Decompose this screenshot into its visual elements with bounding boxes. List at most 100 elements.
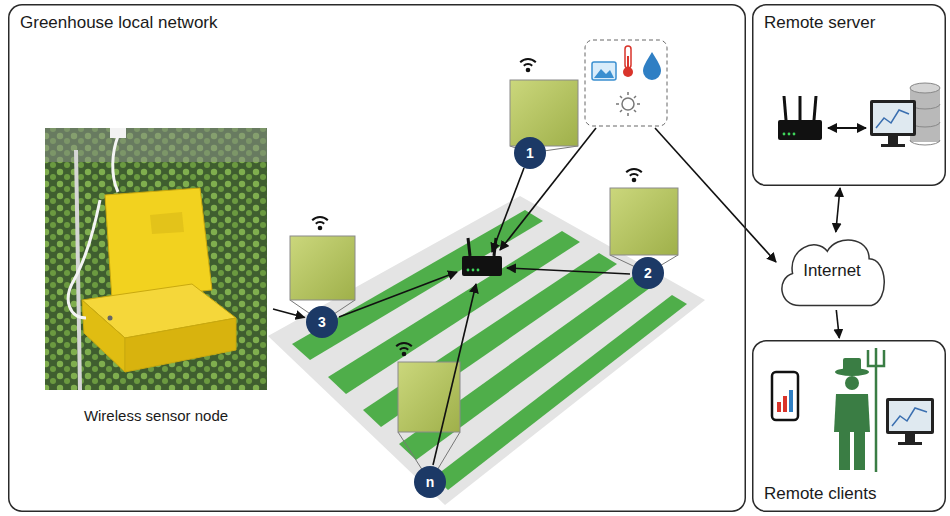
sensor-icons bbox=[592, 62, 616, 80]
server-equipment bbox=[888, 136, 898, 144]
callout-number: 2 bbox=[644, 265, 652, 281]
sensor-icons bbox=[643, 52, 661, 80]
sensor-node-photo bbox=[82, 300, 125, 372]
client-devices bbox=[854, 432, 865, 470]
callout-number: n bbox=[426, 474, 435, 490]
client-devices bbox=[845, 376, 859, 390]
client-devices bbox=[889, 401, 931, 431]
link-arrow bbox=[339, 128, 776, 465]
node-label: Wireless sensor node bbox=[41, 407, 271, 424]
camera-view bbox=[610, 188, 678, 255]
server-equipment bbox=[793, 133, 796, 136]
text-holder: Wireless sensor node bbox=[41, 407, 271, 424]
wifi-symbol bbox=[396, 343, 412, 356]
client-devices bbox=[783, 396, 787, 412]
server-equipment bbox=[784, 96, 786, 120]
link-arrow bbox=[339, 272, 457, 317]
server-equipment bbox=[788, 133, 791, 136]
camera-view bbox=[290, 80, 678, 482]
server-equipment bbox=[778, 83, 940, 147]
sensor-icons bbox=[622, 98, 634, 110]
wifi-symbol bbox=[312, 217, 328, 230]
sensor-icons bbox=[616, 92, 640, 116]
server-equipment bbox=[881, 144, 905, 147]
wifi-symbol bbox=[520, 59, 536, 72]
camera-view bbox=[510, 80, 578, 146]
text-holder: n bbox=[414, 466, 446, 498]
camera-view bbox=[398, 362, 460, 432]
local-router bbox=[477, 269, 480, 272]
node-circle: 2 bbox=[632, 257, 664, 289]
connector-arrow bbox=[836, 310, 839, 338]
connector-arrow bbox=[836, 188, 840, 232]
client-devices bbox=[843, 358, 861, 372]
client-devices bbox=[905, 434, 915, 442]
server-equipment bbox=[876, 110, 909, 128]
client-devices bbox=[772, 348, 934, 472]
text-holder: Remote clients bbox=[764, 484, 876, 504]
greenhouse-field bbox=[399, 274, 654, 460]
client-devices bbox=[886, 398, 934, 434]
server-equipment bbox=[873, 103, 913, 133]
text-holder: Internet bbox=[774, 234, 890, 308]
server-equipment bbox=[783, 133, 786, 136]
text-holder: 2 bbox=[632, 257, 664, 289]
server-equipment bbox=[828, 127, 866, 129]
sensor-node-photo bbox=[45, 128, 267, 390]
cloud-outline bbox=[782, 240, 884, 306]
camera-view bbox=[290, 236, 355, 300]
link-arrow bbox=[507, 268, 630, 274]
sensor-icons bbox=[585, 40, 667, 126]
local-router bbox=[462, 256, 502, 276]
sensor-node-photo bbox=[125, 318, 236, 372]
link-arrow bbox=[500, 128, 596, 250]
connector-arrow bbox=[273, 309, 305, 317]
sensor-node-photo bbox=[68, 200, 100, 318]
callout-number: 1 bbox=[526, 145, 534, 161]
link-arrow bbox=[655, 128, 776, 262]
text-holder: Greenhouse local network bbox=[20, 13, 218, 33]
sensor-node-photo bbox=[45, 128, 267, 162]
network-panel: Greenhouse local networkWireless sensor … bbox=[8, 4, 746, 512]
link-arrow bbox=[433, 284, 476, 465]
sensor-icons bbox=[585, 40, 667, 126]
client-devices bbox=[789, 390, 793, 412]
node-circle: n bbox=[414, 466, 446, 498]
node-circle: 3 bbox=[306, 306, 338, 338]
client-devices bbox=[892, 408, 927, 426]
client-devices bbox=[834, 394, 870, 432]
node-circle: 1 bbox=[514, 137, 546, 169]
local-router bbox=[468, 238, 470, 256]
sensor-node-photo bbox=[150, 212, 184, 234]
server-equipment bbox=[799, 96, 802, 120]
greenhouse-field bbox=[434, 295, 687, 490]
callout-number: 3 bbox=[318, 314, 326, 330]
server-panel: Remote server bbox=[752, 4, 946, 186]
link-arrow bbox=[492, 168, 524, 252]
panel-title: Remote server bbox=[764, 13, 875, 33]
client-devices bbox=[868, 348, 884, 472]
client-devices bbox=[839, 432, 850, 470]
server-equipment bbox=[870, 100, 916, 136]
sensor-icons bbox=[594, 69, 614, 78]
server-equipment bbox=[910, 83, 940, 93]
sensor-node: Wireless sensor node bbox=[41, 128, 271, 428]
internet-cloud: Internet bbox=[774, 234, 890, 308]
text-holder: 3 bbox=[306, 306, 338, 338]
panel-title: Greenhouse local network bbox=[20, 13, 218, 33]
server-equipment bbox=[778, 120, 822, 140]
panel-title: Remote clients bbox=[764, 484, 876, 504]
server-equipment bbox=[814, 96, 816, 120]
wifi-symbol bbox=[312, 59, 642, 356]
node-label: Internet bbox=[803, 261, 861, 281]
clients-panel: Remote clients bbox=[752, 340, 946, 512]
text-holder: Remote server bbox=[764, 13, 875, 33]
local-router bbox=[472, 269, 475, 272]
client-devices bbox=[777, 402, 781, 412]
wifi-symbol bbox=[626, 169, 642, 182]
client-devices bbox=[898, 442, 922, 445]
sensor-node-photo bbox=[45, 128, 267, 390]
sensor-node-photo bbox=[108, 316, 113, 321]
local-router bbox=[467, 269, 470, 272]
